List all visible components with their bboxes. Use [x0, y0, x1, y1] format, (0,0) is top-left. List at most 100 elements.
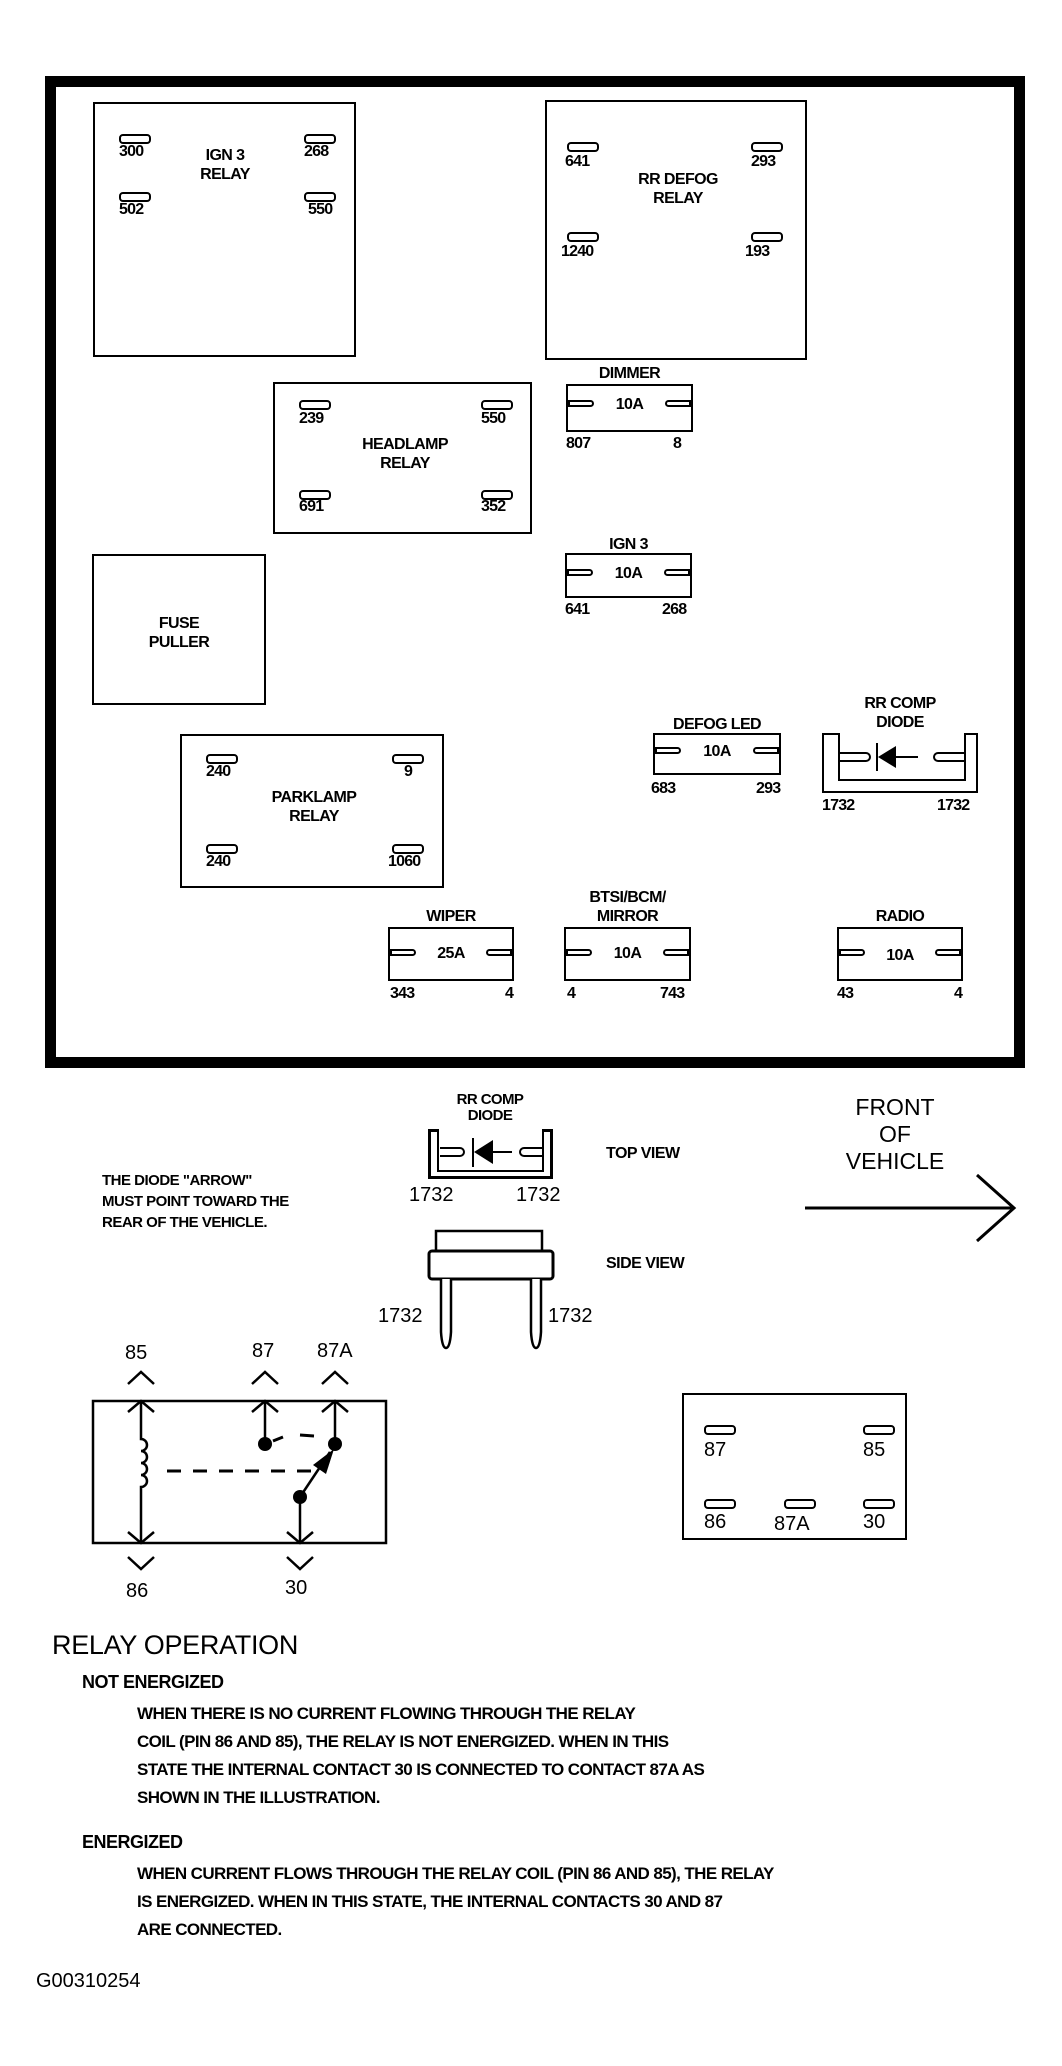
- fuse-blade: [567, 569, 593, 576]
- pin-label: 1732: [822, 797, 855, 814]
- fuse-dimmer: 10A: [566, 384, 693, 432]
- fuse-blade: [568, 400, 594, 407]
- pin-label: 1732: [409, 1184, 454, 1206]
- terminal-slot: [119, 134, 151, 144]
- terminal-slot: [863, 1425, 895, 1435]
- note-line: THE DIODE "ARROW": [102, 1172, 252, 1189]
- rr-comp-diode: [822, 733, 978, 793]
- pin-label: 1732: [937, 797, 970, 814]
- relay-name-line1: HEADLAMP: [362, 436, 448, 453]
- pin-label: 502: [119, 201, 144, 218]
- fuse-label: IGN 3: [609, 536, 648, 553]
- front-label-line2: OF: [879, 1121, 911, 1147]
- fuse-puller-line1: FUSE: [158, 615, 200, 632]
- pin-label: 550: [308, 201, 333, 218]
- fuse-blade: [665, 400, 691, 407]
- fuse-blade: [486, 949, 512, 956]
- relay-ign3: 300 268 502 550 IGN 3 RELAY: [93, 102, 356, 357]
- terminal-slot: [784, 1499, 816, 1509]
- terminal-slot: [206, 844, 238, 854]
- pin-label: 691: [299, 498, 324, 515]
- terminal-slot: [567, 232, 599, 242]
- terminal-slot: [481, 490, 513, 500]
- pin-label: 293: [751, 153, 776, 170]
- pin-label-86: 86: [126, 1580, 149, 1602]
- pin-label-87: 87: [252, 1340, 275, 1362]
- pin-label: 743: [660, 985, 685, 1002]
- fuse-label: BTSI/BCM/ MIRROR: [557, 888, 698, 926]
- terminal-slot: [299, 490, 331, 500]
- relay-name: RR DEFOG RELAY: [623, 170, 733, 208]
- terminal-slot: [304, 192, 336, 202]
- relay-headlamp: 239 550 691 352 HEADLAMP RELAY: [273, 382, 532, 534]
- pin-label: 683: [651, 780, 676, 797]
- relay-operation-title: RELAY OPERATION: [52, 1630, 299, 1660]
- text-line: COIL (PIN 86 AND 85), THE RELAY IS NOT E…: [137, 1732, 669, 1751]
- terminal-slot: [119, 192, 151, 202]
- pin-label: 268: [662, 601, 687, 618]
- fuse-blade: [663, 949, 689, 956]
- energized-heading: ENERGIZED: [82, 1832, 183, 1852]
- diode-orientation-note: THE DIODE "ARROW" MUST POINT TOWARD THE …: [102, 1170, 289, 1233]
- pin-label: 293: [756, 780, 781, 797]
- pin-label: 30: [863, 1511, 886, 1533]
- diode-detail-title: RR COMP DIODE: [430, 1092, 550, 1124]
- chevron-up-icon: [321, 1370, 349, 1385]
- terminal-slot: [567, 142, 599, 152]
- text-line: STATE THE INTERNAL CONTACT 30 IS CONNECT…: [137, 1760, 705, 1779]
- fuse-puller-line2: PULLER: [148, 634, 210, 651]
- diode-label-line2: DIODE: [876, 714, 924, 731]
- pin-label: 550: [481, 410, 506, 427]
- chevron-down-icon: [286, 1556, 314, 1571]
- pin-label: 1732: [516, 1184, 561, 1206]
- fuse-label-line2: MIRROR: [596, 908, 659, 925]
- terminal-slot: [751, 232, 783, 242]
- fuse-rating: 10A: [614, 565, 643, 582]
- pin-label-30: 30: [285, 1577, 308, 1599]
- top-view-label: TOP VIEW: [606, 1145, 680, 1162]
- relay-name-line1: IGN 3: [205, 147, 245, 164]
- fuse-rating: 10A: [615, 396, 644, 413]
- fuse-blade: [390, 949, 416, 956]
- pin-label: 1732: [378, 1305, 423, 1327]
- text-line: WHEN CURRENT FLOWS THROUGH THE RELAY COI…: [137, 1864, 774, 1883]
- relay-name-line2: RELAY: [380, 455, 430, 472]
- pin-label: 1240: [561, 243, 594, 260]
- fuse-label-line1: BTSI/BCM/: [589, 889, 666, 906]
- text-line: WHEN THERE IS NO CURRENT FLOWING THROUGH…: [137, 1704, 636, 1723]
- fuse-wiper: 25A: [388, 927, 514, 981]
- fuse-blade: [935, 949, 961, 956]
- relay-name-line1: PARKLAMP: [271, 789, 357, 806]
- terminal-slot: [751, 142, 783, 152]
- relay-name-line2: RELAY: [289, 808, 339, 825]
- pin-label: 1060: [388, 853, 421, 870]
- fuse-blade: [566, 949, 592, 956]
- pin-label: 807: [566, 435, 591, 452]
- fuse-btsi-bcm-mirror: 10A: [564, 927, 691, 981]
- front-label-line1: FRONT: [855, 1094, 935, 1120]
- pin-label: 193: [745, 243, 770, 260]
- terminal-slot: [704, 1499, 736, 1509]
- terminal-slot: [704, 1425, 736, 1435]
- contact-87: [258, 1437, 272, 1451]
- pin-label: 4: [505, 985, 514, 1002]
- fuse-blade: [839, 949, 865, 956]
- relay-name: PARKLAMP RELAY: [259, 788, 369, 826]
- diode-detail-title-line2: DIODE: [467, 1107, 513, 1124]
- relay-name-line2: RELAY: [653, 190, 703, 207]
- diode-symbol-icon: [840, 743, 964, 771]
- relay-name-line2: RELAY: [200, 166, 250, 183]
- fuse-radio: 10A: [837, 927, 963, 981]
- pin-label: 300: [119, 143, 144, 160]
- diode-label-line1: RR COMP: [864, 695, 936, 712]
- energized-text: WHEN CURRENT FLOWS THROUGH THE RELAY COI…: [137, 1860, 774, 1944]
- fuse-ign3: 10A: [565, 553, 692, 598]
- pin-label: 343: [390, 985, 415, 1002]
- not-energized-heading: NOT ENERGIZED: [82, 1672, 224, 1692]
- pin-label: 43: [837, 985, 854, 1002]
- pin-label: 240: [206, 763, 231, 780]
- note-line: REAR OF THE VEHICLE.: [102, 1214, 268, 1231]
